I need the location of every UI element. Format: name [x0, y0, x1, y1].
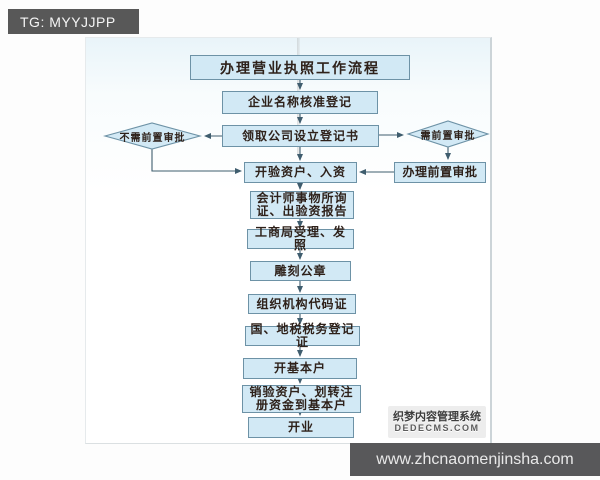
site-url-text: www.zhcnaomenjinsha.com [376, 450, 574, 468]
telegram-banner-text: TG: MYYJJPP [20, 13, 116, 30]
dedecms-watermark: 织梦内容管理系统 DEDECMS.COM [388, 406, 486, 438]
dedecms-watermark-cn: 织梦内容管理系统 [393, 410, 481, 423]
telegram-banner: TG: MYYJJPP [8, 9, 139, 34]
flow-node-seal-engraving: 雕刻公章 [250, 261, 351, 281]
flow-node-capital-account: 开验资户、入资 [244, 162, 357, 183]
flow-node-basic-account: 开基本户 [243, 358, 357, 379]
decision-label-preapproval: 需前置审批 [420, 130, 476, 142]
flow-node-pre-approval-handling: 办理前置审批 [394, 162, 486, 183]
decision-label-no-preapproval: 不需前置审批 [119, 132, 186, 144]
flow-node-license-issue: 工商局受理、发照 [247, 226, 354, 252]
flow-node-org-code-cert: 组织机构代码证 [248, 294, 356, 314]
flow-node-tax-registration: 国、地税税务登记证 [245, 323, 360, 349]
flowchart-title: 办理营业执照工作流程 [190, 55, 410, 80]
flow-node-name-approval: 企业名称核准登记 [222, 91, 378, 114]
dedecms-watermark-domain: DEDECMS.COM [394, 423, 480, 433]
site-url-bar: www.zhcnaomenjinsha.com [350, 443, 600, 476]
flow-node-capital-transfer: 销验资户、划转注册资金到基本户 [242, 385, 361, 413]
flow-node-capital-verification-report: 会计师事物所询证、出验资报告 [250, 191, 354, 219]
flow-node-registration-form: 领取公司设立登记书 [222, 125, 379, 147]
flow-node-opening: 开业 [248, 417, 354, 438]
